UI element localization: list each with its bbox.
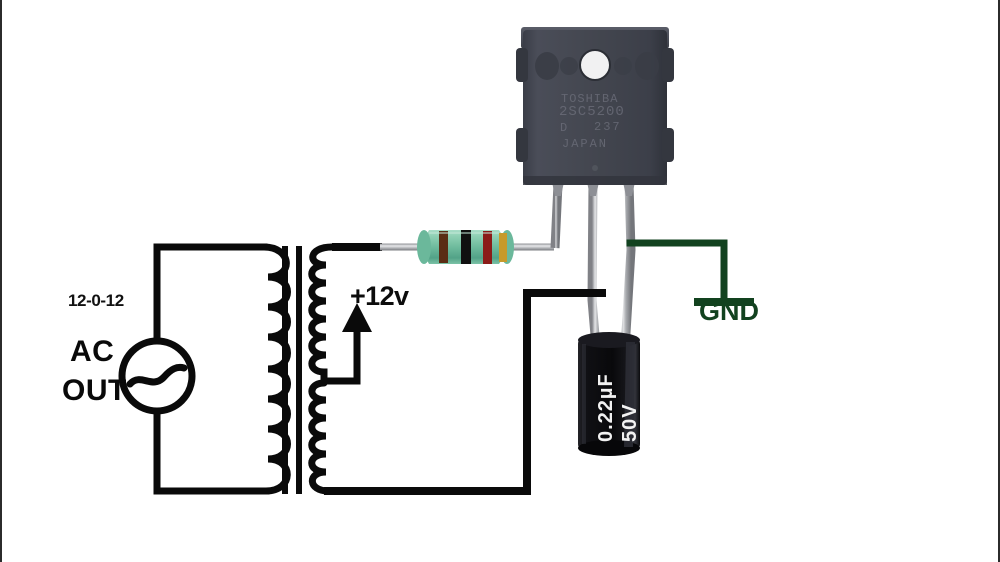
capacitor-value-text: 0.22µF [595,373,617,442]
transistor-code-text: D [560,121,570,135]
output-voltage-label: +12v [350,281,409,311]
band-brown [439,231,448,263]
resistor-lead-left [380,243,420,251]
ac-source-wiring [153,243,270,495]
capacitor-voltage-text: 50V [619,403,641,442]
resistor-lead-right [512,243,554,251]
band-black [461,230,471,264]
ac-out-label-line2: OUT [62,374,127,407]
ground-wiring [626,239,728,306]
return-wiring [324,289,606,495]
transistor-origin-text: JAPAN [562,137,609,151]
resistor-leads [380,243,554,251]
capacitor [578,332,640,456]
ac-out-label-line1: AC [70,335,115,368]
output-12v-wire [342,303,372,381]
transformer-core [282,246,302,494]
transformer-tap-label: 12-0-12 [68,291,124,310]
resistor-body [417,230,514,264]
transistor-brand-text: TOSHIBA [561,92,619,106]
transistor-lot-text: 237 [594,120,622,134]
ac-source-symbol [118,337,196,415]
ground-label: GND [699,296,759,326]
transformer-center-tap [320,368,361,385]
transistor-part-number-text: 2SC5200 [559,104,625,120]
cap-polarity-stripe [624,342,635,447]
band-gold [499,233,507,262]
mounting-hole [580,50,610,80]
transistor-body [516,27,674,185]
transformer-secondary-upper [308,243,336,376]
arrow-head-12v [342,303,372,332]
resistor-color-bands [439,230,507,264]
transformer-secondary-lower [308,379,332,495]
band-red [483,231,492,264]
